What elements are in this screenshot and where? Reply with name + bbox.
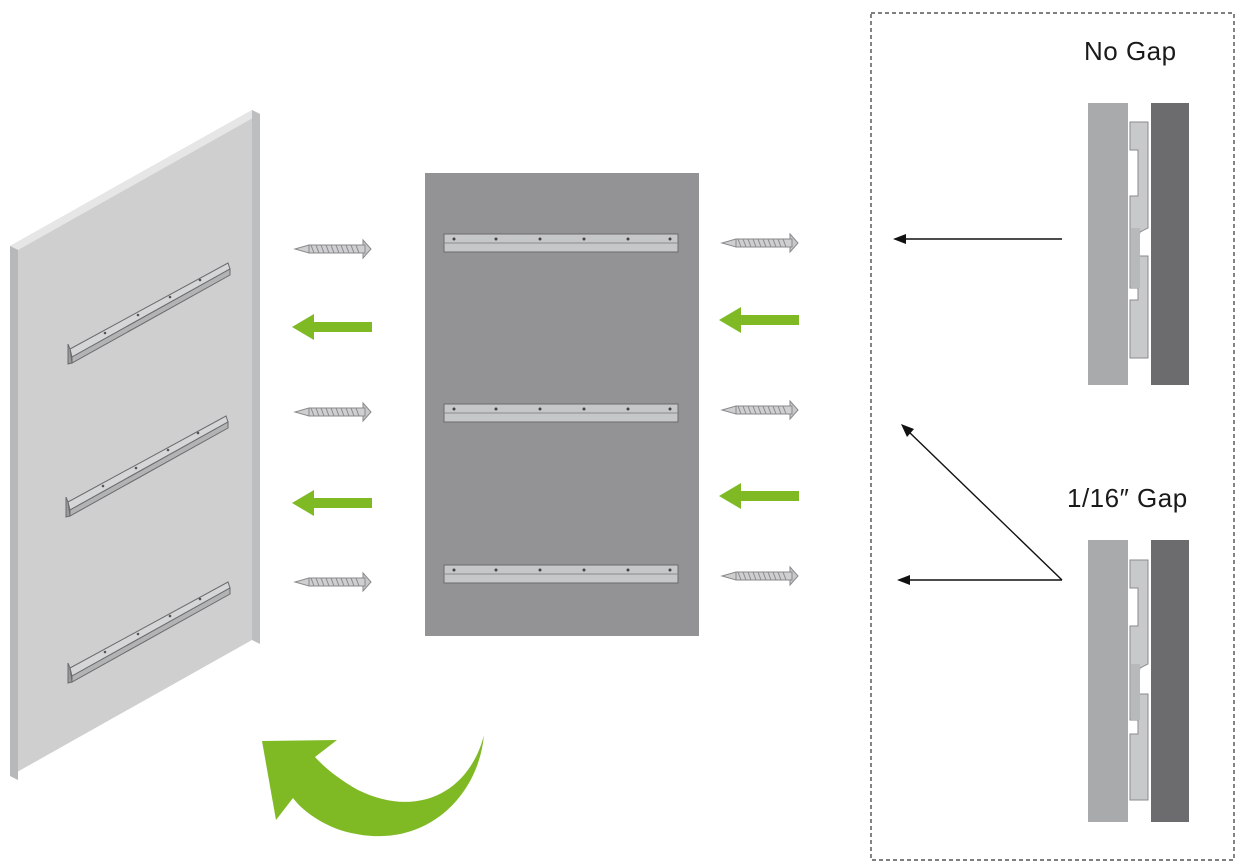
no-gap-label: No Gap [1084,36,1177,66]
arrow-left-icon [292,314,372,340]
detail-no-gap [1088,103,1189,385]
screw-icon [721,233,799,253]
wall-panel [10,110,260,780]
screw-icon [294,402,372,422]
gap-label: 1/16″ Gap [1067,483,1188,513]
detail-box [870,12,1235,861]
curved-arrow-icon [262,735,484,837]
arrow-left-icon [719,307,799,333]
panel-rail-middle [443,403,679,423]
right-fasteners [719,233,799,586]
screw-icon [721,566,799,586]
arrow-left-icon [719,483,799,509]
left-fasteners [292,239,372,592]
screw-icon [294,572,372,592]
detail-gap [1088,540,1189,822]
back-panel [425,173,699,636]
pointer-arrows [893,234,1063,585]
screw-icon [294,239,372,259]
arrow-head-icon [893,234,906,244]
screw-icon [721,400,799,420]
panel-rail-bottom [443,564,679,584]
panel-rail-top [443,233,679,253]
arrow-left-icon [292,490,372,516]
arrow-head-icon [897,575,910,585]
arrow-head-icon [901,424,914,437]
